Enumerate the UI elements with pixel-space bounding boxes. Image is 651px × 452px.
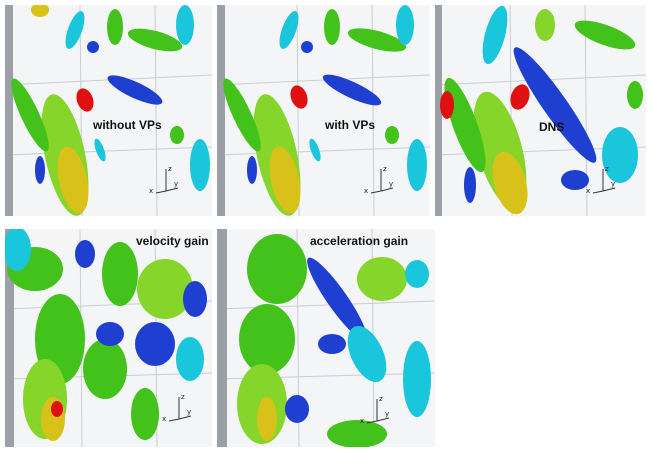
- axis-y-label: y: [389, 180, 393, 188]
- axis-x-label: x: [586, 187, 590, 195]
- axis-x-label: x: [149, 187, 153, 195]
- axis-z-label: z: [181, 393, 185, 401]
- domain-wall: [217, 5, 225, 216]
- axis-x-label: x: [360, 417, 364, 425]
- axis-triad: z y x: [359, 391, 393, 425]
- panel-label: without VPs: [93, 118, 162, 132]
- axis-y-label: y: [174, 180, 178, 188]
- domain-wall: [5, 5, 13, 216]
- axis-y-label: y: [187, 408, 191, 416]
- panel-label: velocity gain: [136, 234, 209, 248]
- domain-wall: [217, 229, 227, 447]
- isosurface-render-without-vps: [5, 5, 212, 216]
- axis-z-label: z: [605, 165, 609, 173]
- panel-with-vps: with VPs z y x: [217, 5, 430, 216]
- isosurface-render-velocity-gain: [5, 229, 212, 447]
- axis-triad: z y x: [161, 389, 195, 423]
- panel-dns: DNS z y x: [435, 5, 646, 216]
- axis-z-label: z: [383, 165, 387, 173]
- panel-label: acceleration gain: [310, 234, 409, 248]
- panel-label: DNS: [539, 120, 565, 134]
- axis-y-label: y: [611, 180, 615, 188]
- axis-triad: z y x: [363, 161, 397, 195]
- axis-x-label: x: [162, 415, 166, 423]
- axis-y-label: y: [385, 410, 389, 418]
- panel-label: with VPs: [325, 118, 376, 132]
- panel-without-vps: without VPs z y x: [5, 5, 212, 216]
- axis-triad: z y x: [585, 161, 619, 195]
- isosurface-render-acceleration-gain: [217, 229, 435, 447]
- axis-triad: z y x: [148, 161, 182, 195]
- axis-z-label: z: [168, 165, 172, 173]
- panel-acceleration-gain: acceleration gain z y x: [217, 229, 435, 447]
- axis-z-label: z: [379, 395, 383, 403]
- domain-wall: [5, 229, 14, 447]
- isosurface-render-dns: [435, 5, 646, 216]
- axis-x-label: x: [364, 187, 368, 195]
- domain-wall: [435, 5, 442, 216]
- isosurface-render-with-vps: [217, 5, 430, 216]
- panel-velocity-gain: velocity gain z y x: [5, 229, 212, 447]
